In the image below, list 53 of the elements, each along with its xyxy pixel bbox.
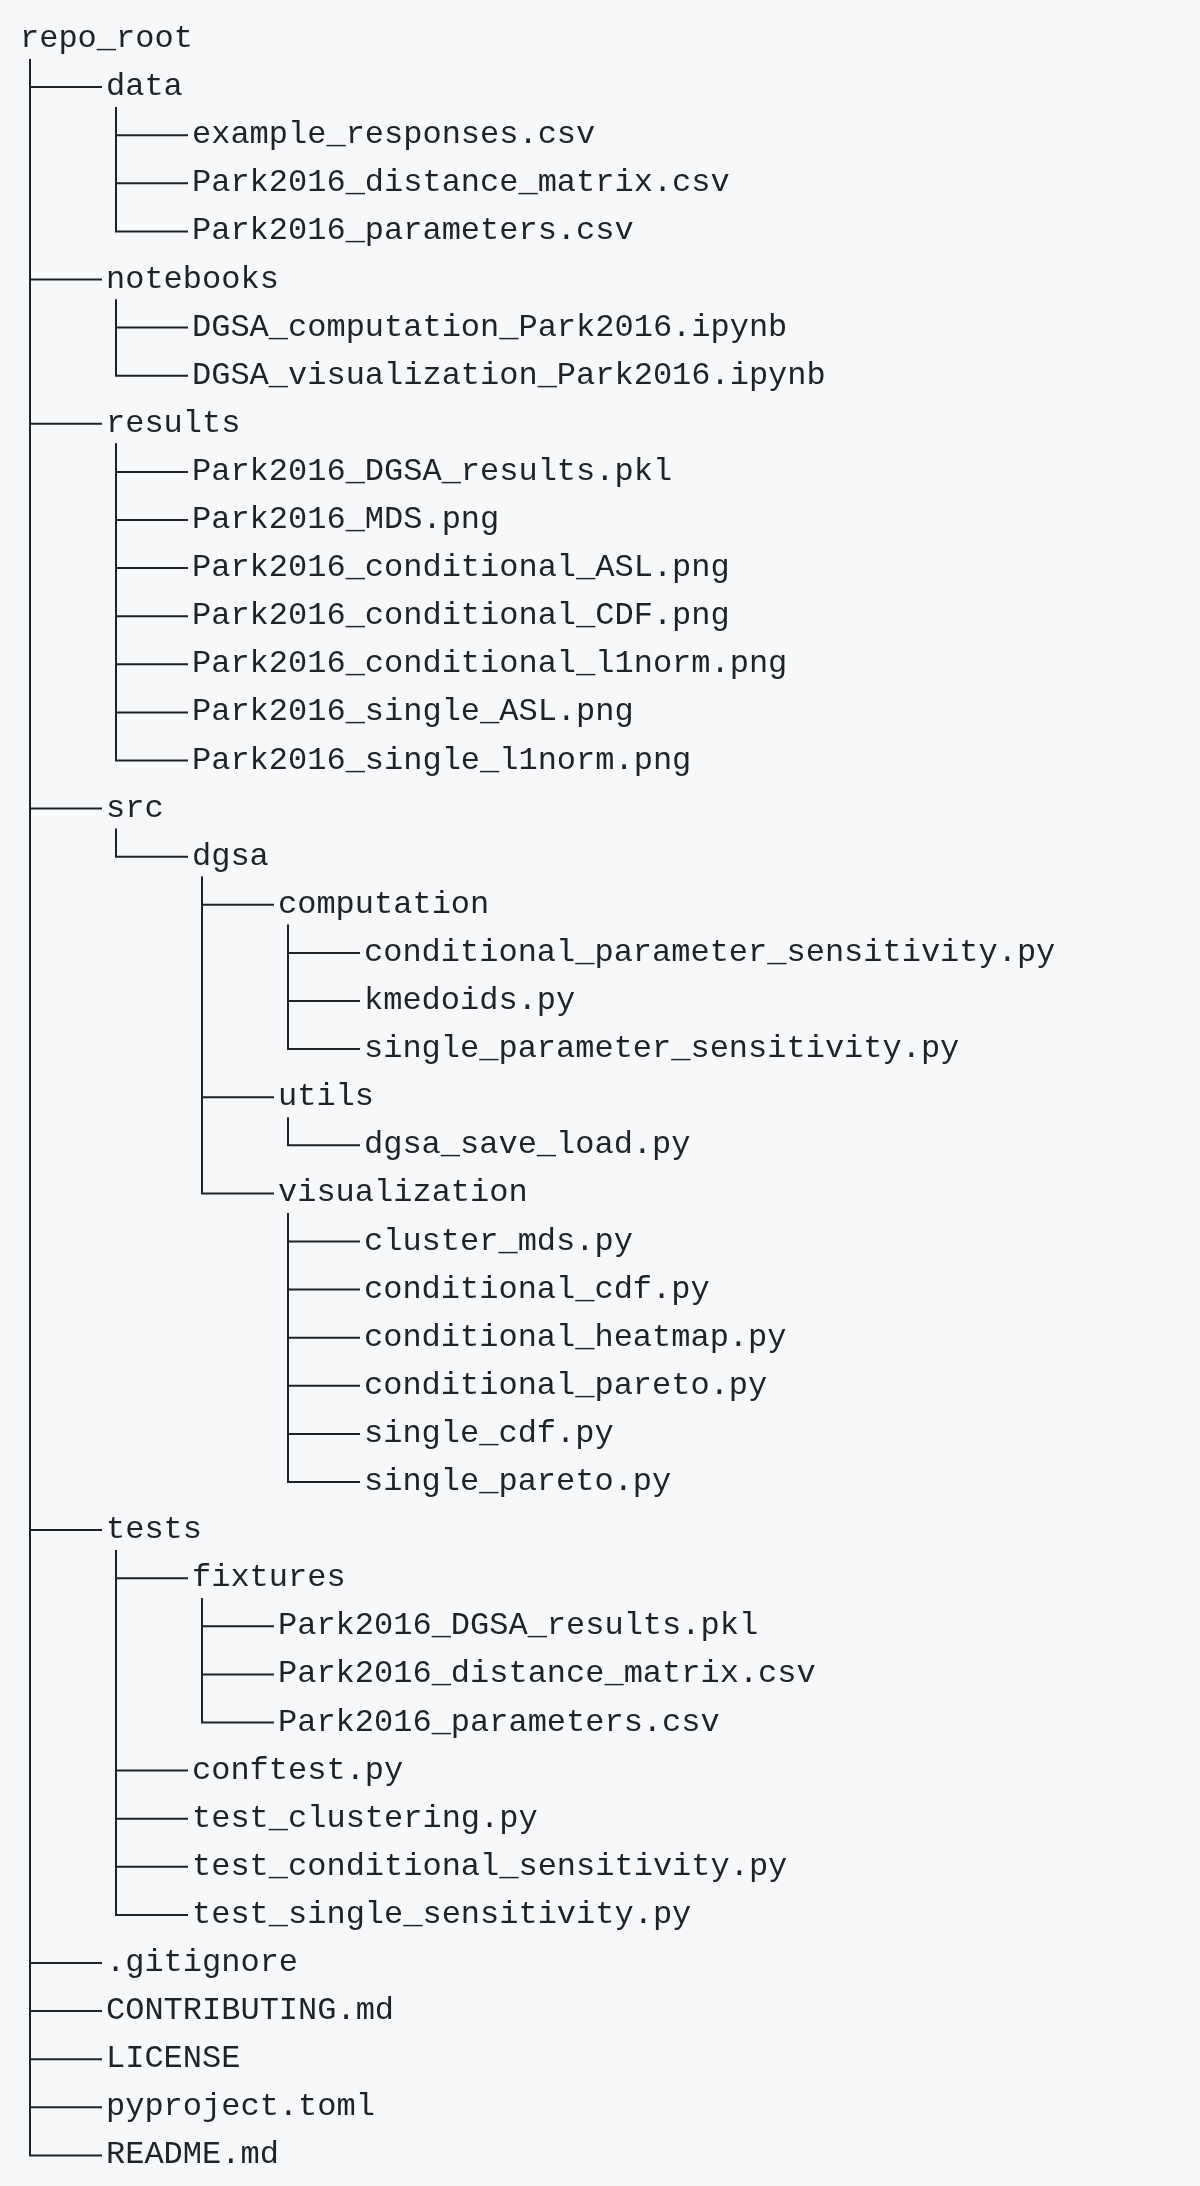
file-name: conftest.py [192,1750,404,1791]
folder-name: computation [278,884,490,925]
tree-branch-line [115,298,189,377]
file-name: Park2016_DGSA_results.pkl [192,451,673,492]
folder-name: src [106,788,164,829]
file-name: cluster_mds.py [364,1221,633,1262]
folder-name: dgsa [192,836,269,877]
folder-name: repo_root [20,19,193,59]
tree-branch-line [201,875,275,1195]
file-name: Park2016_parameters.csv [192,211,634,252]
file-name: .gitignore [106,1943,299,1983]
file-name: conditional_parameter_sensitivity.py [364,932,1056,973]
tree-branch-line [201,1597,275,1724]
tree-branch-line [115,827,189,858]
folder-name: tests [106,1510,202,1551]
file-name: conditional_heatmap.py [364,1317,787,1358]
file-name: conditional_cdf.py [364,1269,710,1310]
file-name: DGSA_computation_Park2016.ipynb [192,307,788,348]
file-name: CONTRIBUTING.md [106,1991,395,2032]
file-name: test_conditional_sensitivity.py [192,1846,788,1887]
file-name: test_clustering.py [192,1798,538,1839]
tree-branch-line [287,1116,361,1147]
file-name: single_pareto.py [364,1462,672,1502]
file-name: Park2016_MDS.png [192,500,500,540]
folder-name: fixtures [192,1558,346,1599]
file-name: README.md [106,2135,279,2176]
folder-name: notebooks [106,259,279,300]
file-name: Park2016_conditional_ASL.png [192,548,730,589]
tree-branch-line [115,106,189,233]
file-name: Park2016_single_l1norm.png [192,740,692,781]
folder-name: utils [278,1077,374,1118]
file-name: Park2016_DGSA_results.pkl [278,1606,759,1647]
file-name: single_cdf.py [364,1413,614,1454]
file-name: dgsa_save_load.py [364,1125,691,1166]
file-name: test_single_sensitivity.py [192,1894,692,1935]
file-name: kmedoids.py [364,981,576,1021]
file-name: Park2016_parameters.csv [278,1702,720,1743]
file-name: Park2016_distance_matrix.csv [192,163,730,204]
file-name: Park2016_distance_matrix.csv [278,1654,816,1695]
file-name: conditional_pareto.py [364,1365,768,1406]
folder-name: data [106,67,183,108]
file-name: Park2016_conditional_l1norm.png [192,644,788,685]
file-name: single_parameter_sensitivity.py [364,1029,960,1070]
file-name: example_responses.csv [192,115,596,156]
folder-name: visualization [278,1173,528,1214]
file-name: pyproject.toml [106,2087,375,2128]
tree-branch-line [287,1212,361,1483]
file-name: Park2016_single_ASL.png [192,692,634,733]
file-name: Park2016_conditional_CDF.png [192,596,730,637]
file-name: LICENSE [106,2039,241,2080]
folder-name: results [106,403,241,444]
tree-branch-line [287,923,361,1051]
file-name: DGSA_visualization_Park2016.ipynb [192,355,826,396]
